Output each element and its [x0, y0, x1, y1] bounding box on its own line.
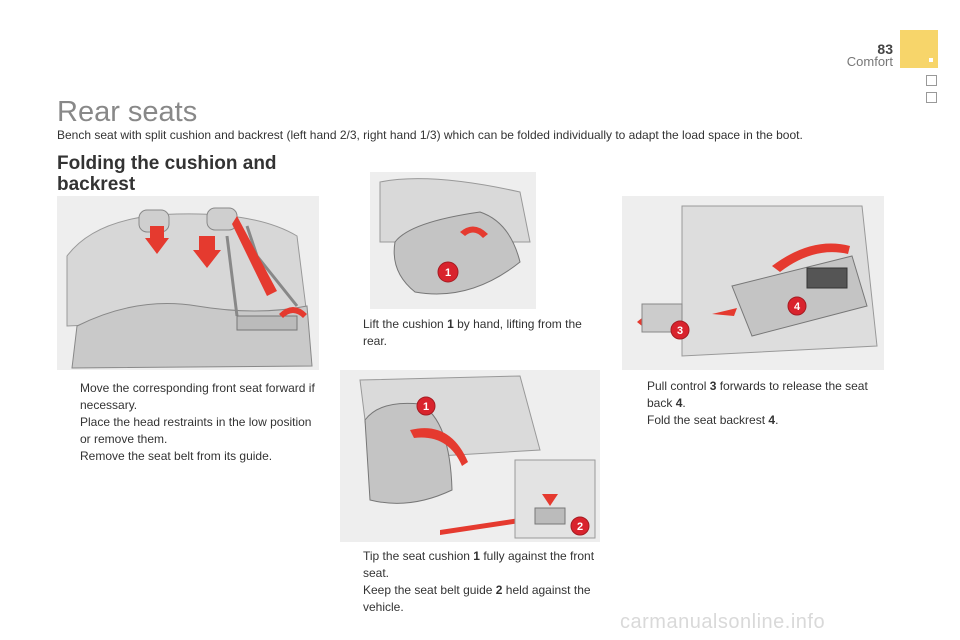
step-text: held against the vehicle. [363, 583, 591, 614]
step-text: . [682, 396, 686, 410]
seat-drawing: 1 [370, 172, 536, 309]
callout-number: 1 [423, 401, 429, 413]
section-heading-line: backrest [57, 174, 136, 195]
section-tab-box [926, 75, 937, 86]
step-text: by hand, lifting from the rear. [363, 317, 582, 348]
step-text: Place the head restraints in the low pos… [80, 415, 312, 446]
step-item: Move the corresponding front seat forwar… [59, 380, 321, 414]
page-number: 83 [877, 41, 893, 57]
illustration-fold-backrest: 4 3 [622, 196, 884, 370]
callout-number: 3 [677, 325, 683, 337]
seat-drawing [57, 196, 319, 370]
illustration-head-restraints [57, 196, 319, 370]
step-text: Lift the cushion [363, 317, 448, 331]
section-heading: Folding the cushion and backrest [57, 153, 317, 195]
step-ref-number: 1 [473, 549, 480, 563]
steps-list-lift: Lift the cushion 1 by hand, lifting from… [342, 316, 604, 350]
section-tab-mark [929, 58, 933, 62]
step-item: Lift the cushion 1 by hand, lifting from… [342, 316, 604, 350]
step-text: Keep the seat belt guide [363, 583, 496, 597]
step-text: fully against the front seat. [363, 549, 595, 580]
seat-drawing: 4 3 [622, 196, 884, 370]
step-item: Fold the seat backrest 4. [626, 412, 888, 429]
steps-list-fold: Pull control 3 forwards to release the s… [626, 378, 888, 429]
step-text: Fold the seat backrest [647, 413, 769, 427]
callout-number: 2 [577, 521, 583, 533]
step-item: Pull control 3 forwards to release the s… [626, 378, 888, 412]
step-item: Keep the seat belt guide 2 held against … [342, 582, 604, 616]
steps-list-preparation: Move the corresponding front seat forwar… [59, 380, 321, 465]
callout-number: 1 [445, 267, 451, 279]
step-ref-number: 4 [768, 413, 776, 427]
step-text: Remove the seat belt from its guide. [80, 449, 273, 463]
intro-text: Bench seat with split cushion and backre… [57, 128, 803, 142]
step-ref-number: 2 [495, 583, 503, 597]
step-text: . [775, 413, 779, 427]
steps-list-tip: Tip the seat cushion 1 fully against the… [342, 548, 604, 616]
step-ref-number: 1 [447, 317, 454, 331]
step-ref-number: 3 [709, 379, 717, 393]
step-item: Remove the seat belt from its guide. [59, 448, 321, 465]
watermark: carmanualsonline.info [620, 611, 826, 633]
illustration-tip-cushion: 1 2 [340, 370, 600, 542]
step-text: Pull control [647, 379, 710, 393]
section-tab-box [926, 92, 937, 103]
illustration-lift-cushion: 1 [370, 172, 536, 309]
section-name: Comfort [846, 54, 893, 69]
step-text: forwards to release the seat back [647, 379, 868, 410]
step-item: Place the head restraints in the low pos… [59, 414, 321, 448]
step-text: Move the corresponding front seat forwar… [80, 381, 315, 412]
callout-number: 4 [794, 301, 801, 313]
page-title: Rear seats [57, 96, 198, 128]
seat-drawing: 1 2 [340, 370, 600, 542]
step-text: Tip the seat cushion [363, 549, 474, 563]
section-heading-line: Folding the cushion and [57, 153, 277, 174]
step-ref-number: 4 [675, 396, 683, 410]
section-tab [900, 30, 938, 68]
step-item: Tip the seat cushion 1 fully against the… [342, 548, 604, 582]
